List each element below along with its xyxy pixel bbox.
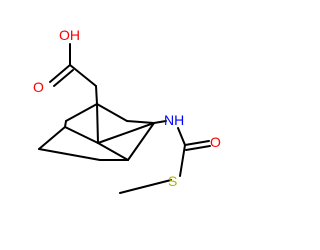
bond-c-s [179, 144, 186, 177]
atom-label-amide-nh: NH [164, 112, 184, 128]
bond-c-o-double-top [184, 140, 210, 146]
bond-cooh-ch2 [69, 64, 97, 87]
molecule-structure: OH O NH O S [33, 27, 221, 194]
bond-s-ch3 [119, 179, 172, 194]
atom-label-carboxyl-o: O [33, 79, 44, 95]
atom-label-carbonyl-o: O [210, 134, 221, 150]
atom-label-sulfur: S [168, 173, 177, 189]
bond-cage-3 [96, 103, 99, 144]
bond-cage-10 [38, 148, 101, 161]
bond-cage-9 [127, 122, 155, 161]
bond-c-o-double-a [49, 64, 71, 83]
bond-lines [38, 43, 211, 194]
bond-c-nh [153, 120, 167, 124]
bond-cage-7 [126, 120, 155, 124]
bond-c-o-double-b [53, 69, 74, 87]
bond-cage-12 [97, 142, 129, 161]
bond-cage-1 [65, 103, 98, 122]
bond-cage-6 [64, 126, 99, 144]
atom-label-carboxyl-oh: OH [59, 27, 80, 43]
bond-cage-8 [97, 122, 155, 144]
bond-ch2-adamantane [95, 85, 98, 105]
bond-cage-4 [64, 120, 67, 128]
bond-c-o-double-bottom [185, 145, 211, 151]
bond-nh-c [177, 127, 186, 146]
bond-cage-2 [96, 103, 128, 122]
bond-cage-5 [38, 126, 66, 150]
